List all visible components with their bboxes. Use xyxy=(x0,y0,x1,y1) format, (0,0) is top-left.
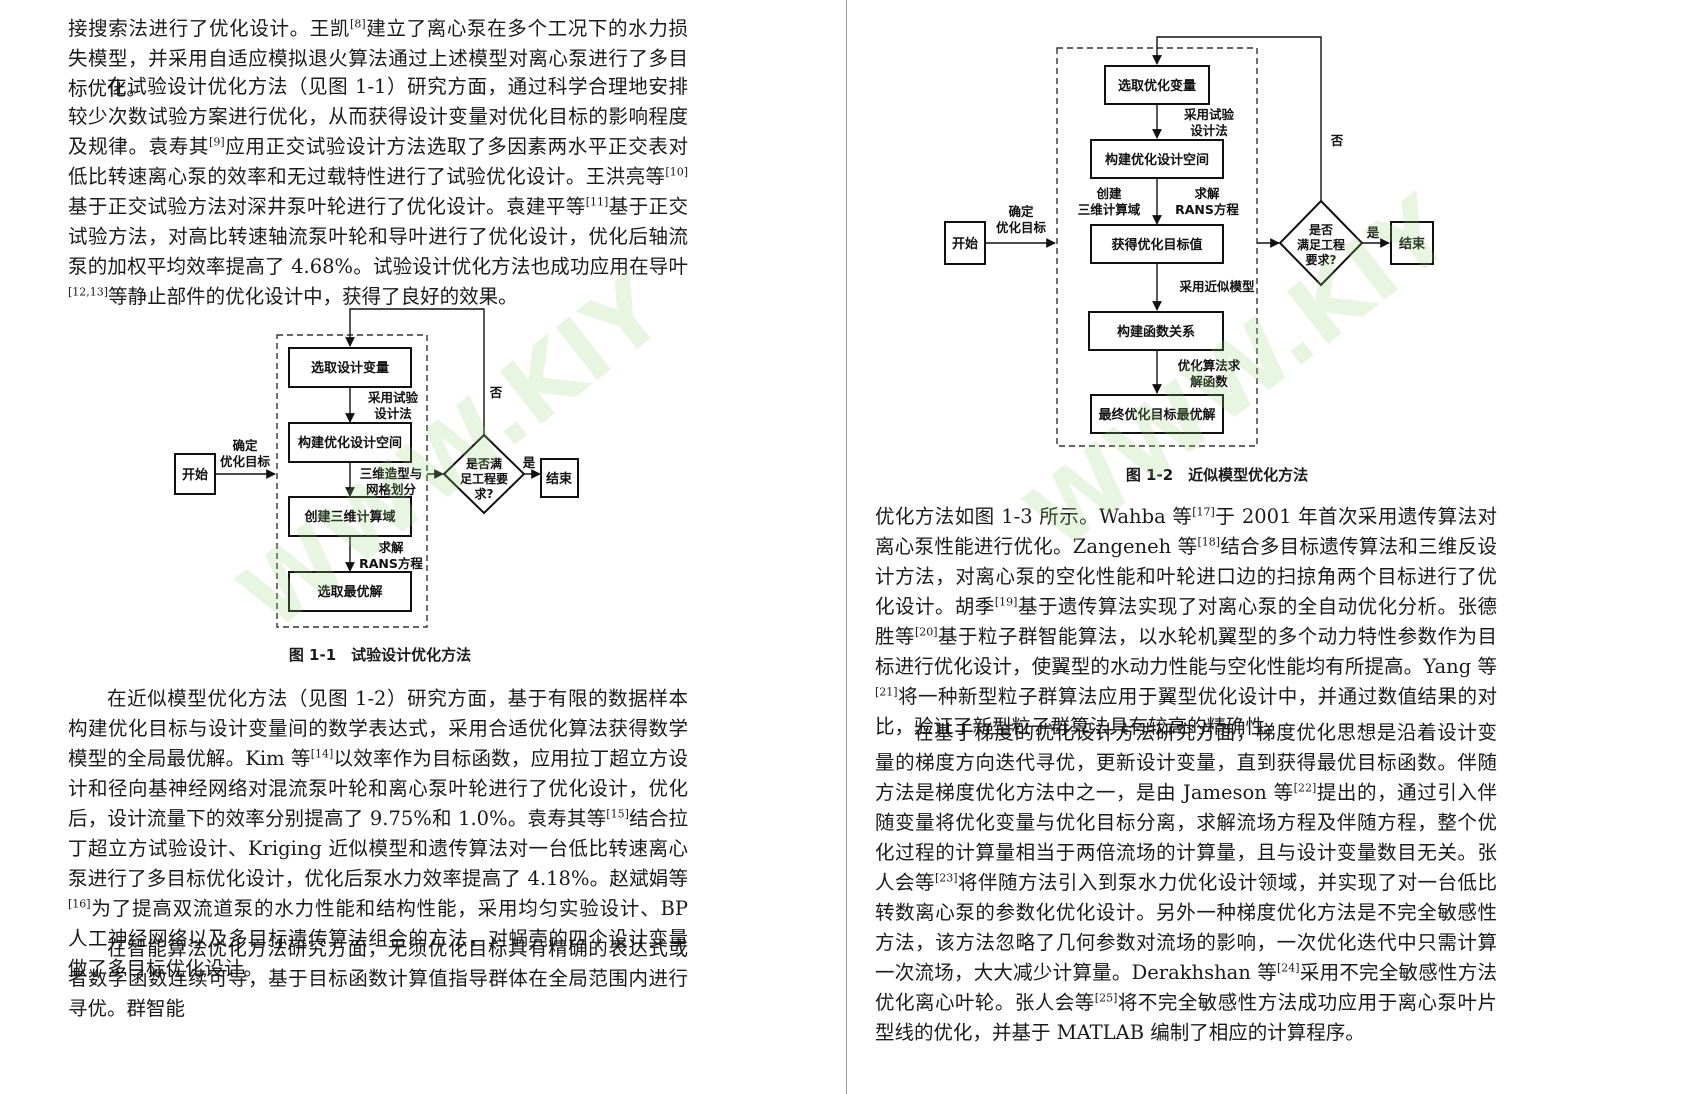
select-best-label: 选取最优解 xyxy=(317,584,382,600)
create-domain-label: 创建三维计算域 xyxy=(303,509,395,525)
select-vars-label: 选取设计变量 xyxy=(311,360,389,376)
paragraph: 在试验设计优化方法（见图 1-1）研究方面，通过科学合理地安排较少次数试验方案进… xyxy=(68,75,688,308)
modeling-label: 三维造型与 xyxy=(360,466,423,481)
final-best-label: 最终优化目标最优解 xyxy=(1098,407,1215,423)
opt-algorithm-label: 解函数 xyxy=(1190,374,1228,389)
get-value-label: 获得优化目标值 xyxy=(1111,237,1202,253)
citation-marker: [17] xyxy=(1192,505,1215,519)
modeling-label: 网格划分 xyxy=(366,482,417,497)
citation-marker: [18] xyxy=(1197,535,1221,549)
yes-label: 是 xyxy=(1366,225,1380,240)
solve-rans-label: 求解 xyxy=(1194,186,1220,201)
opt-algorithm-label: 优化算法求 xyxy=(1178,358,1241,373)
citation-marker: [9] xyxy=(209,135,225,149)
end-box xyxy=(1390,221,1434,265)
select-vars-box xyxy=(1104,65,1210,105)
citation-marker: [24] xyxy=(1277,961,1300,975)
no-label: 否 xyxy=(489,385,503,400)
end-box xyxy=(540,458,579,498)
build-function-box xyxy=(1088,311,1224,351)
decision-label: 求? xyxy=(475,486,494,501)
solve-rans-label: RANS方程 xyxy=(359,556,423,571)
paragraph: 接搜索法进行了优化设计。王凯[8]建立了离心泵在多个工况下的水力损失模型，并采用… xyxy=(68,17,688,100)
yes-label: 是 xyxy=(522,455,536,470)
decision-label: 足工程要 xyxy=(460,471,508,486)
determine-target-label: 确定 xyxy=(1008,204,1034,219)
citation-marker: [22] xyxy=(1293,781,1317,795)
left-page: 接搜索法进行了优化设计。王凯[8]建立了离心泵在多个工况下的水力损失模型，并采用… xyxy=(68,17,688,1020)
flowchart-figure-1-1: 开始 确定 优化目标 选取设计变量 采用试验 设计法 构建优化设计空间 三维造型… xyxy=(174,308,579,628)
figure-caption: 图 1-1 试验设计优化方法 xyxy=(288,646,472,664)
select-best-box xyxy=(288,571,412,612)
build-space-box xyxy=(1090,139,1224,179)
solve-rans-label: 求解 xyxy=(378,540,404,555)
decision-label: 是否 xyxy=(1308,223,1333,237)
create-domain-label: 创建 xyxy=(1095,186,1122,201)
build-function-label: 构建函数关系 xyxy=(1117,324,1195,340)
start-label: 开始 xyxy=(182,467,208,483)
start-label: 开始 xyxy=(952,236,978,252)
citation-marker: [25] xyxy=(1094,991,1118,1005)
select-vars-box xyxy=(288,347,412,388)
build-space-box xyxy=(288,422,412,463)
build-space-label: 构建优化设计空间 xyxy=(1105,152,1209,168)
use-exp-design-label: 设计法 xyxy=(1190,123,1228,138)
end-label: 结束 xyxy=(1399,236,1426,252)
paragraph: 在近似模型优化方法（见图 1-2）研究方面，基于有限的数据样本构建优化目标与设计… xyxy=(68,687,688,980)
determine-target-label: 确定 xyxy=(232,438,258,453)
build-space-label: 构建优化设计空间 xyxy=(298,435,402,451)
decision-label: 是否满 xyxy=(465,456,502,471)
determine-target-label: 优化目标 xyxy=(996,220,1047,235)
use-exp-design-label: 采用试验 xyxy=(1183,107,1235,122)
citation-marker: [21] xyxy=(875,685,898,699)
select-vars-label: 选取优化变量 xyxy=(1118,78,1196,94)
citation-marker: [20] xyxy=(914,625,938,639)
no-label: 否 xyxy=(1330,133,1344,148)
solve-rans-label: RANS方程 xyxy=(1175,202,1239,217)
citation-marker: [16] xyxy=(68,897,91,911)
citation-marker: [19] xyxy=(994,595,1018,609)
paragraph: 在智能算法优化方法研究方面，无须优化目标具有精确的表达式或者数学函数连续可导，基… xyxy=(68,937,688,1020)
final-best-box xyxy=(1090,394,1224,434)
dashed-frame xyxy=(276,334,428,628)
citation-marker: [10] xyxy=(665,165,688,179)
use-exp-design-label: 设计法 xyxy=(374,406,412,421)
create-domain-label: 三维计算域 xyxy=(1078,202,1141,217)
decision-diamond xyxy=(1278,199,1364,287)
citation-marker: [14] xyxy=(310,747,334,761)
paragraph: 在基于梯度的优化设计方法研究方面，梯度优化思想是沿着设计变量的梯度方向迭代寻优，… xyxy=(875,721,1497,1044)
use-approx-label: 采用近似模型 xyxy=(1178,279,1255,294)
figure-caption: 图 1-2 近似模型优化方法 xyxy=(1125,466,1309,484)
decision-label: 满足工程 xyxy=(1297,237,1345,252)
determine-target-label: 优化目标 xyxy=(220,454,271,469)
citation-marker: [8] xyxy=(350,17,366,31)
right-page: 开始 确定 优化目标 选取优化变量 采用试验 设计法 构建优化设计空间 创建 三… xyxy=(847,0,1691,1094)
decision-label: 要求? xyxy=(1306,252,1337,267)
flowchart-figure-1-2: 开始 确定 优化目标 选取优化变量 采用试验 设计法 构建优化设计空间 创建 三… xyxy=(944,36,1434,447)
citation-marker: [11] xyxy=(585,195,609,209)
citation-marker: [23] xyxy=(934,871,958,885)
end-label: 结束 xyxy=(546,471,573,487)
start-box xyxy=(944,221,986,265)
citation-marker: [12,13] xyxy=(68,285,109,299)
use-exp-design-label: 采用试验 xyxy=(367,390,419,405)
create-domain-box xyxy=(288,496,412,537)
decision-diamond xyxy=(442,433,526,515)
paragraph: 优化方法如图 1-3 所示。Wahba 等[17]于 2001 年首次采用遗传算… xyxy=(875,505,1497,738)
page-divider xyxy=(846,0,847,1094)
citation-marker: [15] xyxy=(606,807,629,821)
